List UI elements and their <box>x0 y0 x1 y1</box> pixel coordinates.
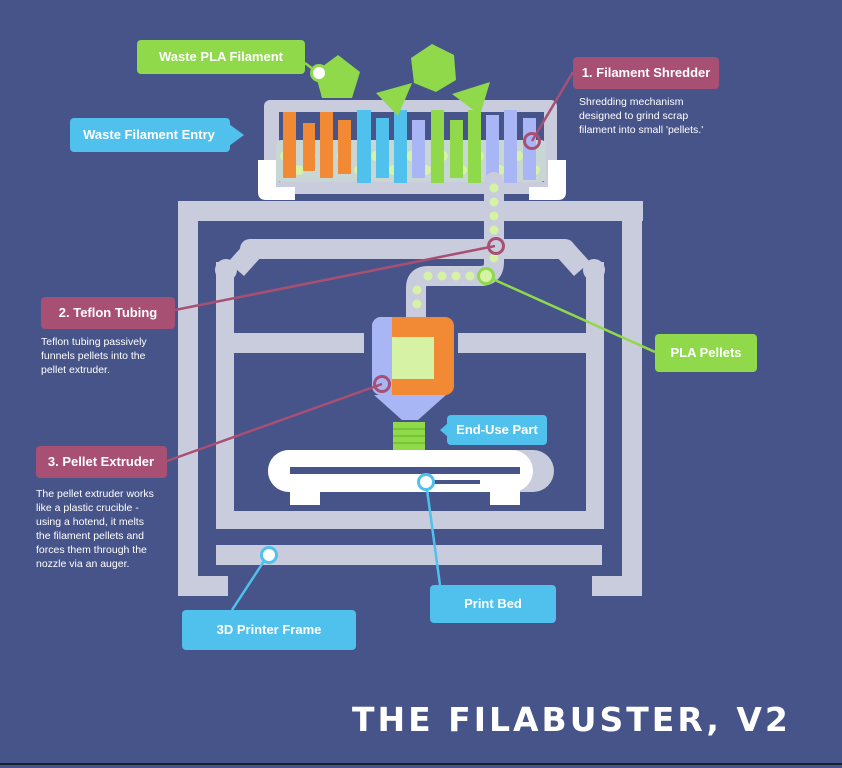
gantry-left-arm <box>216 333 364 353</box>
end-use-part <box>393 422 425 451</box>
leader-frame <box>230 554 270 611</box>
markers <box>260 64 541 564</box>
page-title: THE FILABUSTER, V2 <box>352 700 791 739</box>
label-pla-pellets-text: PLA Pellets <box>670 345 741 360</box>
inner-frame-left-post <box>216 262 234 529</box>
shredder-description: Shredding mechanism designed to grind sc… <box>579 95 703 137</box>
extruder-description-line: The pellet extruder works <box>36 488 154 500</box>
label-tubing: 2. Teflon Tubing <box>41 297 175 329</box>
leader-pellets <box>485 274 656 354</box>
label-shredder: 1. Filament Shredder <box>573 57 719 89</box>
extruder-description-line: nozzle via an auger. <box>36 558 130 570</box>
label-waste-entry-text: Waste Filament Entry <box>83 127 215 142</box>
waste-pla-shapes <box>315 44 490 116</box>
tubing-description-line: Teflon tubing passively <box>41 336 147 348</box>
shredder-description-line: Shredding mechanism <box>579 96 684 108</box>
marker-print-bed <box>417 473 435 491</box>
leader-print-bed <box>424 481 442 586</box>
inner-frame-bottom-bar <box>216 511 604 529</box>
label-waste-entry: Waste Filament Entry <box>70 118 244 152</box>
waste-triangle-left <box>376 83 412 116</box>
frame-left-foot <box>178 576 228 596</box>
label-print-bed-text: Print Bed <box>464 596 522 611</box>
frame-right-foot <box>592 576 642 596</box>
label-print-bed: Print Bed <box>430 585 556 623</box>
marker-extruder <box>373 375 391 393</box>
tubing-description: Teflon tubing passively funnels pellets … <box>41 335 147 377</box>
lower-crossbar <box>216 545 602 565</box>
label-printer-frame-text: 3D Printer Frame <box>217 622 322 637</box>
inner-frame-right-slope <box>556 242 590 276</box>
tubing-description-line: pellet extruder. <box>41 364 110 376</box>
marker-pellets <box>477 267 495 285</box>
extruder-description-line: using a hotend, it melts <box>36 516 144 528</box>
extruder-description: The pellet extruder works like a plastic… <box>36 487 154 571</box>
printer-frame <box>178 201 643 596</box>
bottom-rule <box>0 763 842 765</box>
shredder-description-line: filament into small 'pellets.' <box>579 124 704 136</box>
label-pla-pellets: PLA Pellets <box>655 334 757 372</box>
label-waste-pla: Waste PLA Filament <box>137 40 305 74</box>
print-bed <box>268 450 554 505</box>
frame-top-bar <box>178 201 643 221</box>
extruder-description-line: the filament pellets and <box>36 530 144 542</box>
leader-extruder <box>166 382 383 463</box>
shredder-description-line: designed to grind scrap <box>579 110 689 122</box>
marker-tubing <box>487 237 505 255</box>
label-extruder-text: 3. Pellet Extruder <box>48 454 154 469</box>
leader-tubing <box>174 244 496 312</box>
label-end-use-part: End-Use Part <box>440 415 547 445</box>
leader-shredder <box>530 71 575 142</box>
filament-strips <box>283 110 536 183</box>
pellet-extruder <box>372 317 454 420</box>
waste-triangle-right <box>452 82 490 115</box>
marker-shredder <box>523 132 541 150</box>
marker-waste-pla <box>310 64 328 82</box>
marker-frame <box>260 546 278 564</box>
waste-pentagon-left <box>315 55 360 98</box>
inner-frame-right-post <box>586 262 604 529</box>
label-tubing-text: 2. Teflon Tubing <box>59 305 158 320</box>
waste-hexagon <box>411 44 456 92</box>
label-end-use-part-text: End-Use Part <box>456 422 538 437</box>
inner-frame-top <box>240 239 575 259</box>
frame-left-post <box>178 201 198 596</box>
extruder-description-line: like a plastic crucible - <box>36 502 139 514</box>
label-shredder-text: 1. Filament Shredder <box>582 65 711 80</box>
tubing-description-line: funnels pellets into the <box>41 350 146 362</box>
label-printer-frame: 3D Printer Frame <box>182 610 356 650</box>
label-waste-pla-text: Waste PLA Filament <box>159 49 284 64</box>
leader-lines <box>166 62 656 611</box>
frame-right-post <box>622 201 642 596</box>
label-extruder: 3. Pellet Extruder <box>36 446 167 478</box>
tube-pellets <box>412 183 499 309</box>
extruder-description-line: forces them through the <box>36 544 147 556</box>
gantry-right-arm <box>458 333 604 353</box>
